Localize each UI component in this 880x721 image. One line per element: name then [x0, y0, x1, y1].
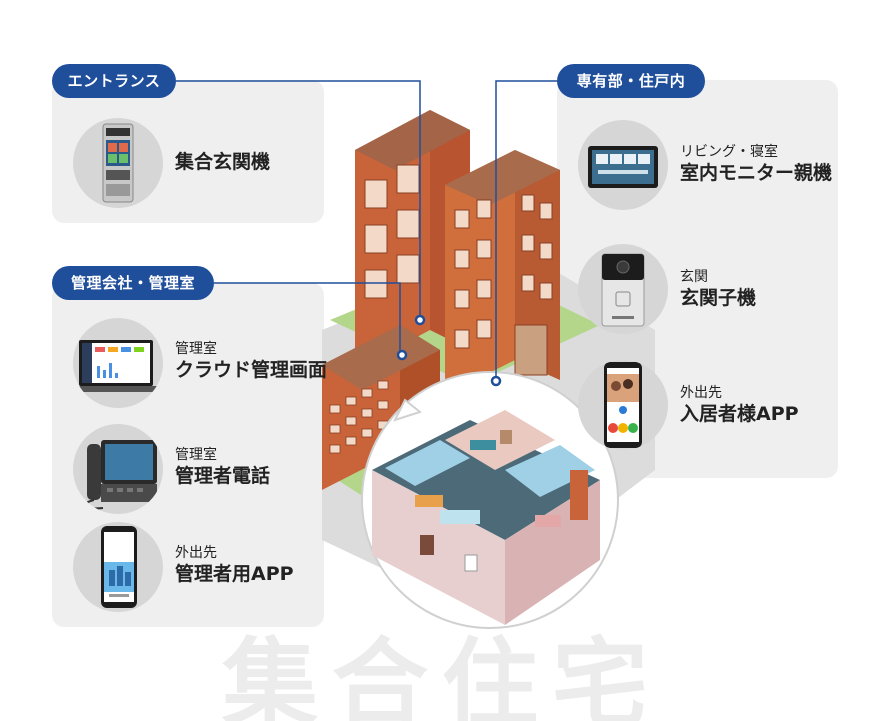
smartphone-app-icon — [73, 522, 163, 612]
management-marker-dot — [396, 349, 408, 361]
management-section-title: 管理会社・管理室 — [52, 266, 214, 300]
tower-left-roof — [355, 110, 470, 170]
device-location: 玄関 — [680, 269, 708, 285]
device-name: 管理者用APP — [175, 563, 294, 585]
entrance-device-label: 集合玄関機 — [175, 150, 270, 174]
desk-video-phone-icon — [73, 424, 163, 514]
indoor-monitor-label: リビング・寝室 室内モニター親機 — [680, 143, 832, 185]
door-camera-label: 玄関 玄関子機 — [680, 268, 756, 310]
connector-endpoints — [396, 314, 502, 387]
device-location: 外出先 — [680, 385, 722, 401]
building-entrance-door — [514, 324, 548, 376]
device-name: 集合玄関機 — [175, 151, 271, 173]
indoor-monitor-icon — [578, 120, 668, 210]
device-name: 玄関子機 — [680, 287, 757, 309]
admin-app-label: 外出先 管理者用APP — [175, 544, 294, 586]
connector-lines — [176, 80, 557, 380]
device-name: クラウド管理画面 — [175, 359, 328, 381]
resident-app-phone-icon — [578, 360, 668, 450]
cloud-console-label: 管理室 クラウド管理画面 — [175, 340, 327, 382]
watermark-text: 集合住宅 — [222, 628, 662, 721]
laptop-dashboard-icon — [73, 318, 163, 408]
apartment-interior — [372, 410, 600, 625]
low-block-roof — [322, 325, 440, 390]
device-location: 管理室 — [175, 341, 217, 357]
entrance-section-title: エントランス — [52, 64, 176, 98]
device-location: 外出先 — [175, 545, 217, 561]
door-station-panel-icon — [73, 118, 163, 208]
device-name: 入居者様APP — [680, 403, 799, 425]
device-location: リビング・寝室 — [680, 144, 778, 160]
device-location: 管理室 — [175, 447, 217, 463]
device-name: 室内モニター親機 — [680, 162, 833, 184]
entrance-marker-dot — [414, 314, 426, 326]
unit-section-title: 専有部・住戸内 — [557, 64, 705, 98]
door-camera-icon — [578, 244, 668, 334]
tower-right-roof — [445, 150, 560, 205]
unit-marker-dot — [490, 375, 502, 387]
resident-app-label: 外出先 入居者様APP — [680, 384, 799, 426]
admin-phone-label: 管理室 管理者電話 — [175, 446, 270, 488]
zoom-callout-tail — [393, 398, 423, 422]
device-name: 管理者電話 — [175, 465, 271, 487]
